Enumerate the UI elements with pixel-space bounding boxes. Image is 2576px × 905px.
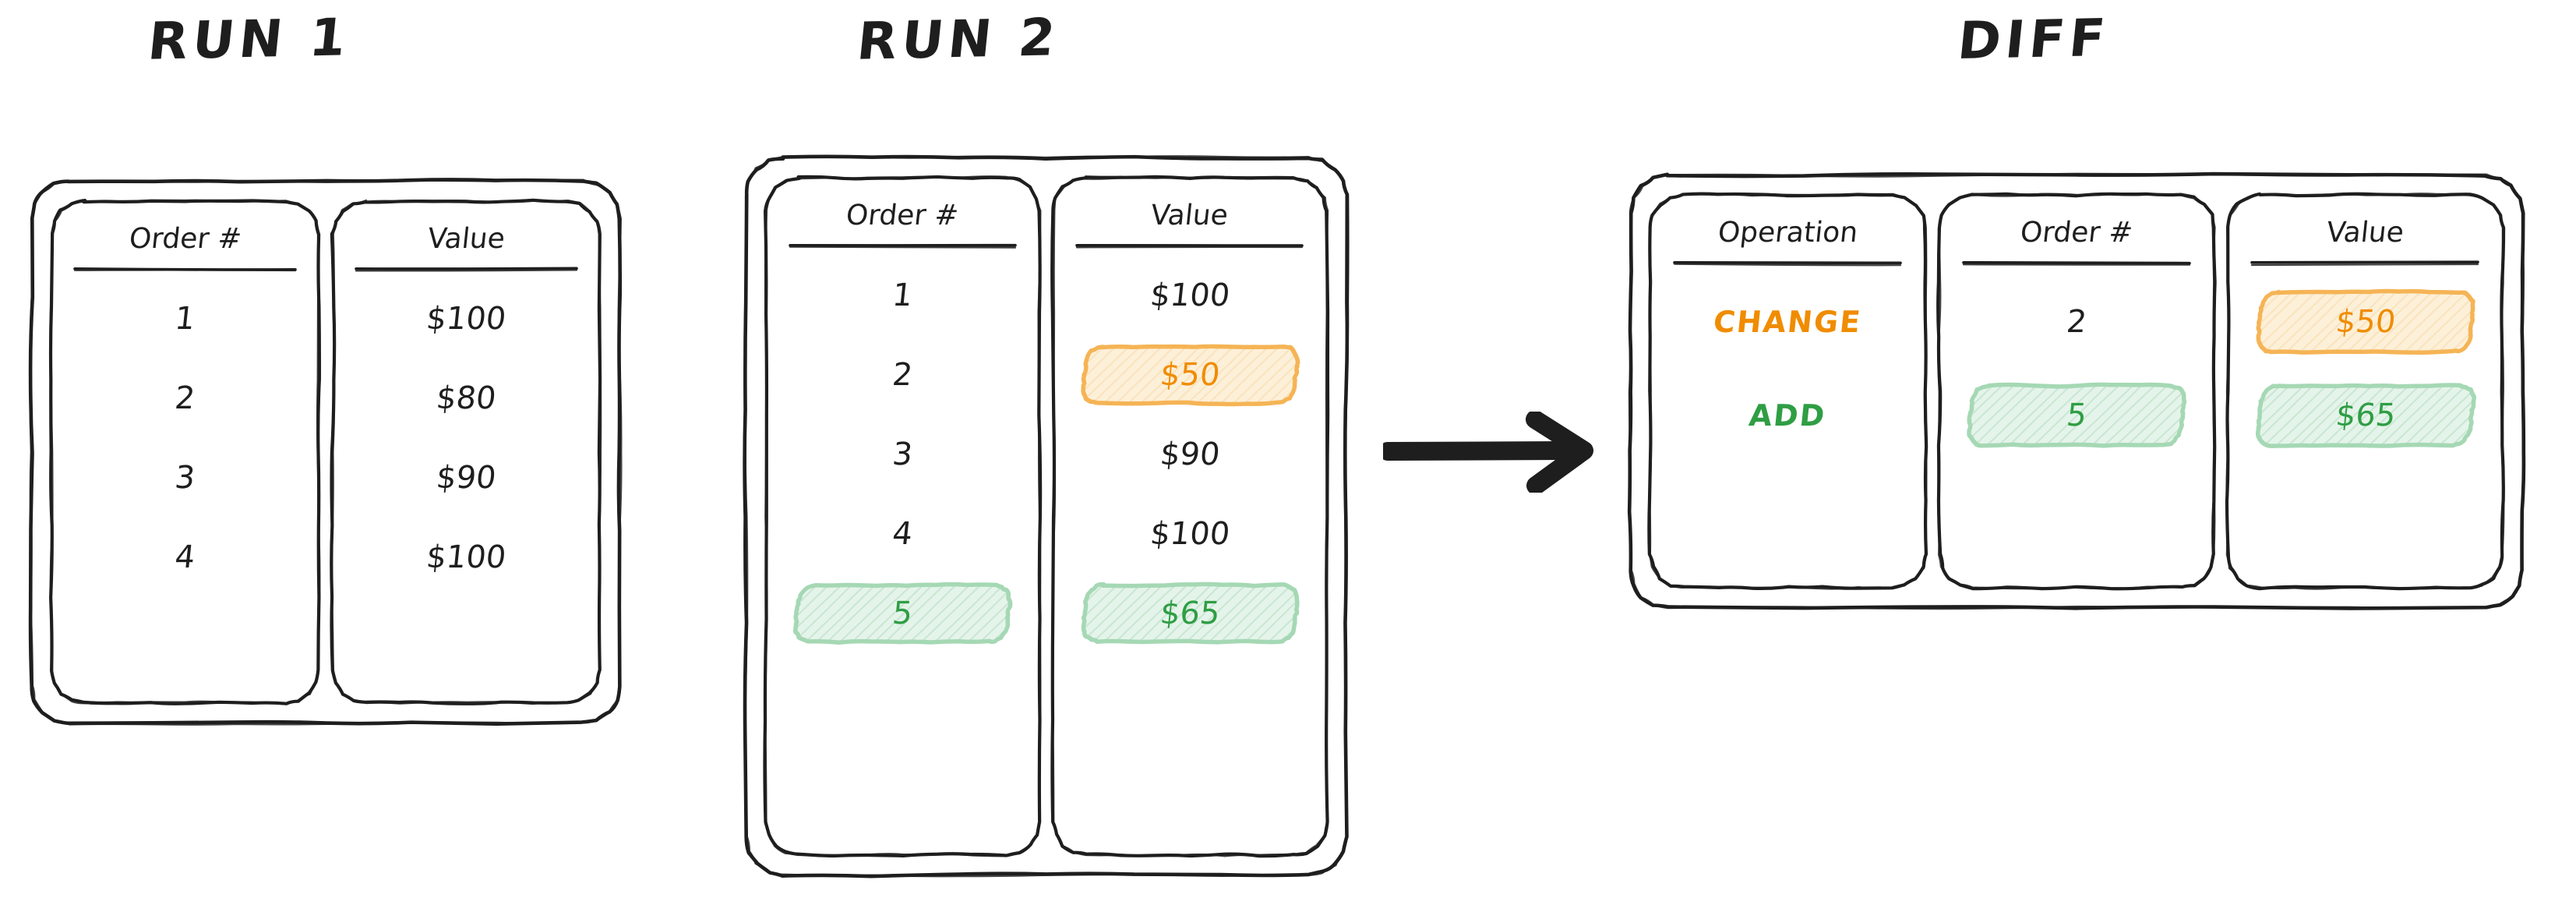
column-run1-value-cells: $100 $80 $90 $100 bbox=[331, 270, 602, 705]
table-cell: $90 bbox=[358, 447, 575, 508]
cell-value: $100 bbox=[425, 301, 508, 337]
column-diff-operation: Operation CHANGE ADD bbox=[1647, 192, 1928, 590]
cell-value: 3 bbox=[173, 460, 197, 496]
column-run1-order-cells: 1 2 3 4 bbox=[50, 270, 320, 705]
table-cell-operation: ADD bbox=[1676, 384, 1900, 447]
cell-value: $100 bbox=[1148, 516, 1232, 552]
cell-value: $80 bbox=[434, 380, 499, 416]
cell-value: 1 bbox=[891, 278, 915, 313]
column-run2-order: Order # 1 2 3 bbox=[763, 175, 1043, 858]
column-header-value: Value bbox=[425, 223, 507, 255]
table-cell: $100 bbox=[1078, 265, 1300, 326]
table-cell: 4 bbox=[792, 504, 1014, 564]
table-cell: 2 bbox=[792, 345, 1014, 405]
section-title-diff: DIFF bbox=[1955, 7, 2112, 72]
cell-value: $100 bbox=[425, 539, 508, 575]
column-run2-order-cells: 1 2 3 4 5 bbox=[764, 246, 1041, 857]
table-cell: $100 bbox=[358, 527, 575, 588]
run2-to-diff-arrow bbox=[1378, 410, 1617, 495]
cell-value: 3 bbox=[891, 437, 915, 472]
table-cell: 2 bbox=[1965, 290, 2189, 354]
table-cell-operation: CHANGE bbox=[1676, 290, 1900, 354]
table-cell-added: 5 bbox=[792, 582, 1014, 645]
column-run2-value-cells: $100 $50 $90 $100 bbox=[1052, 246, 1329, 857]
cell-value: $90 bbox=[1158, 437, 1222, 472]
cell-value: $100 bbox=[1148, 278, 1232, 313]
arrow-right-icon bbox=[1378, 410, 1593, 495]
column-header-order-number: Order # bbox=[2018, 217, 2135, 249]
table-cell: 2 bbox=[76, 368, 294, 429]
table-cell: 1 bbox=[76, 288, 294, 349]
cell-value: 5 bbox=[2064, 398, 2089, 433]
table-cell: $100 bbox=[1078, 504, 1300, 564]
cell-value: 5 bbox=[891, 596, 915, 631]
table-cell: 4 bbox=[76, 527, 294, 588]
cell-value: 4 bbox=[173, 539, 197, 575]
cell-value: $50 bbox=[1158, 357, 1222, 393]
cell-value: $65 bbox=[2334, 398, 2398, 433]
column-diff-order: Order # 2 5 bbox=[1936, 192, 2217, 591]
panel-run1: Order # 1 2 3 bbox=[28, 178, 623, 726]
panel-diff: Operation CHANGE ADD Order # bbox=[1627, 171, 2526, 610]
operation-label-add: ADD bbox=[1747, 398, 1828, 433]
column-run2-value: Value $100 $50 $90 bbox=[1050, 175, 1329, 858]
table-cell: 3 bbox=[792, 424, 1014, 485]
column-header-value: Value bbox=[1149, 200, 1230, 232]
table-cell: $90 bbox=[1078, 424, 1300, 485]
table-cell-changed: $50 bbox=[1078, 344, 1300, 407]
column-run1-order: Order # 1 2 3 bbox=[48, 199, 321, 705]
operation-label-change: CHANGE bbox=[1711, 305, 1864, 339]
column-diff-operation-cells: CHANGE ADD bbox=[1649, 263, 1927, 589]
column-header-value: Value bbox=[2325, 217, 2406, 249]
table-cell-changed: $50 bbox=[2253, 288, 2477, 355]
cell-value: 4 bbox=[891, 516, 915, 552]
column-run1-value: Value $100 $80 $90 bbox=[330, 198, 602, 705]
table-cell-added: 5 bbox=[1965, 382, 2189, 448]
panel-run2: Order # 1 2 3 bbox=[743, 154, 1350, 878]
column-diff-value-cells: $50 $65 bbox=[2226, 263, 2504, 589]
section-title-run1: RUN 1 bbox=[145, 7, 354, 72]
table-cell: $100 bbox=[358, 288, 575, 349]
table-cell-added: $65 bbox=[2253, 383, 2477, 448]
column-header-operation: Operation bbox=[1716, 217, 1860, 249]
section-title-run2: RUN 2 bbox=[854, 7, 1063, 72]
table-cell: $80 bbox=[358, 368, 575, 429]
column-header-order-number: Order # bbox=[845, 200, 961, 232]
column-header-order-number: Order # bbox=[127, 223, 243, 255]
cell-value: 2 bbox=[173, 380, 197, 416]
cell-value: $65 bbox=[1158, 596, 1222, 631]
column-diff-value: Value $50 $65 bbox=[2225, 192, 2506, 591]
cell-value: 2 bbox=[2064, 304, 2089, 340]
column-diff-order-cells: 2 5 bbox=[1938, 263, 2216, 589]
table-cell-added: $65 bbox=[1078, 582, 1300, 645]
cell-value: $50 bbox=[2334, 304, 2398, 340]
table-cell: 3 bbox=[76, 447, 294, 508]
cell-value: $90 bbox=[434, 460, 499, 496]
table-cell: 1 bbox=[792, 265, 1014, 326]
cell-value: 2 bbox=[891, 357, 915, 393]
cell-value: 1 bbox=[173, 301, 197, 337]
